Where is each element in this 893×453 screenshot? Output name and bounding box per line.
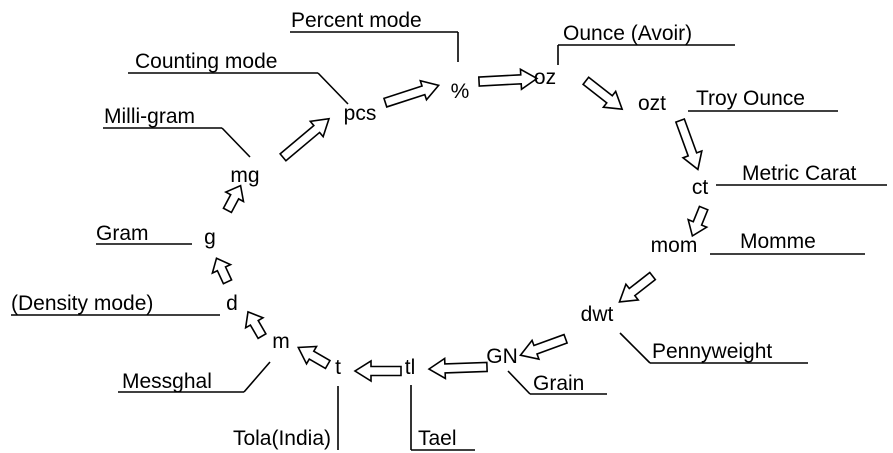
unit-symbol-pcs: pcs: [344, 102, 377, 125]
unit-label-gn: Grain: [533, 372, 584, 395]
unit-symbol-mom: mom: [651, 234, 698, 257]
arrow-dwt-to-gn: [519, 333, 569, 361]
arrow-m-to-d: [244, 310, 267, 340]
unit-label-m: Messghal: [122, 370, 212, 393]
unit-symbol-mg: mg: [230, 164, 259, 187]
arrow-g-to-mg: [222, 184, 245, 214]
unit-label-ct: Metric Carat: [742, 162, 857, 185]
leader-line-pcs: [317, 72, 349, 105]
arrow-ozt-to-ct: [674, 118, 703, 171]
unit-symbol-gn: GN: [486, 345, 518, 368]
leader-line-mg: [221, 127, 251, 158]
unit-symbol-t: t: [335, 356, 341, 379]
leader-line-m: [243, 361, 271, 393]
arrow-mom-to-dwt: [618, 271, 657, 303]
unit-symbol-dwt: dwt: [581, 303, 614, 326]
unit-label-t: Tola(India): [233, 427, 331, 450]
unit-symbol-ozt: ozt: [638, 92, 666, 115]
unit-label-d: (Density mode): [11, 292, 153, 315]
unit-label-g: Gram: [96, 222, 149, 245]
unit-label-mg: Milli-gram: [104, 105, 195, 128]
arrow-pcs-to-pct: [382, 79, 441, 108]
arrow-mg-to-pcs: [278, 117, 331, 162]
unit-symbol-m: m: [272, 330, 290, 353]
leader-line-dwt: [619, 332, 651, 364]
unit-symbol-g: g: [204, 226, 216, 249]
unit-symbol-tl: tl: [405, 356, 416, 379]
unit-label-ozt: Troy Ounce: [696, 87, 805, 110]
unit-label-dwt: Pennyweight: [652, 340, 772, 363]
unit-symbol-pct: %: [451, 80, 470, 103]
unit-label-oz: Ounce (Avoir): [563, 22, 692, 45]
arrow-oz-to-ozt: [581, 76, 624, 111]
arrow-ct-to-mom: [686, 205, 709, 238]
unit-label-mom: Momme: [740, 230, 816, 253]
unit-label-tl: Tael: [418, 427, 457, 450]
unit-symbol-oz: oz: [534, 66, 556, 89]
arrow-d-to-g: [211, 257, 233, 285]
arrow-pct-to-oz: [477, 67, 539, 91]
arrow-gn-to-tl: [427, 356, 488, 380]
arrow-t-to-m: [297, 345, 332, 370]
unit-symbol-d: d: [226, 292, 238, 315]
arrow-tl-to-t: [353, 359, 402, 383]
unit-label-pct: Percent mode: [291, 9, 422, 32]
leader-line-gn: [507, 370, 531, 395]
unit-label-pcs: Counting mode: [135, 50, 277, 73]
unit-symbol-ct: ct: [692, 176, 709, 199]
